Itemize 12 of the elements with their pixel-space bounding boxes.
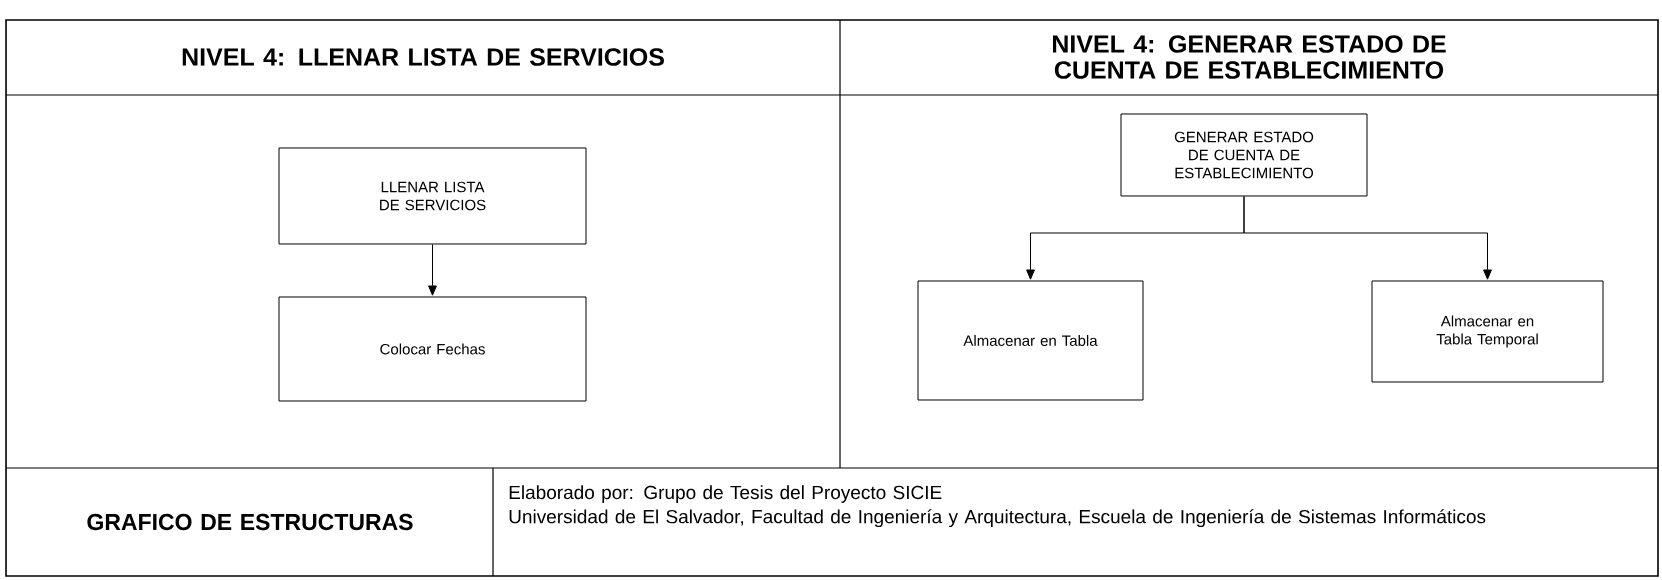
- header-cell: NIVEL 4: LLENAR LISTA DE SERVICIOS: [182, 48, 664, 66]
- credit-text: Universidad de El Salvador, Facultad de Ingeniería y Arquitectura, Escuela de Ingeniería de Sistemas Informáticos: [509, 509, 1486, 528]
- process-box: Almacenar en Tabla: [917, 280, 1144, 401]
- process-box: GENERAR ESTADO DE CUENTA DE ESTABLECIMIENTO: [1120, 113, 1368, 197]
- credit-text: Elaborado por: Grupo de Tesis del Proyecto SICIE: [509, 485, 942, 503]
- process-box: LLENAR LISTA DE SERVICIOS: [278, 147, 587, 245]
- process-box: Almacenar en Tabla Temporal: [1371, 280, 1604, 383]
- footer-title: GRAFICO DE ESTRUCTURAS: [87, 513, 413, 531]
- arrow: [428, 244, 437, 296]
- header-cell: NIVEL 4: GENERAR ESTADO DE CUENTA DE ESTABLECIMIENTO: [1053, 35, 1446, 79]
- process-box: Colocar Fechas: [278, 296, 587, 402]
- arrow: [1243, 196, 1492, 280]
